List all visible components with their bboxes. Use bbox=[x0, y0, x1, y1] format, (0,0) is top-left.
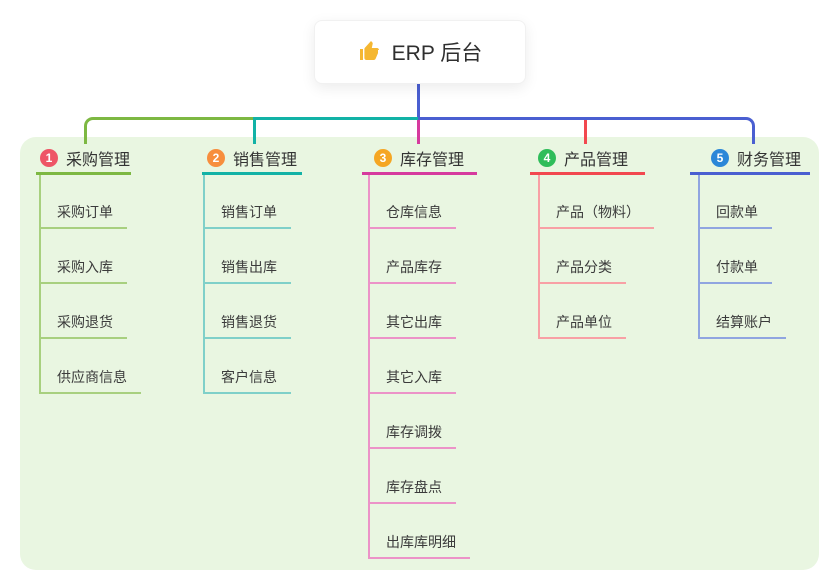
node-sales-return[interactable]: 销售退货 bbox=[203, 312, 291, 339]
branch-2-label: 销售管理 bbox=[233, 152, 298, 169]
branch-4-number-badge: 4 bbox=[538, 149, 556, 167]
branch-3-label: 库存管理 bbox=[400, 152, 465, 169]
branch-5-title[interactable]: 5 财务管理 bbox=[711, 147, 801, 169]
node-supplier-info[interactable]: 供应商信息 bbox=[39, 367, 141, 394]
node-purchase-inbound[interactable]: 采购入库 bbox=[39, 257, 127, 284]
node-product-unit[interactable]: 产品单位 bbox=[538, 312, 626, 339]
node-stock-transfer[interactable]: 库存调拨 bbox=[368, 422, 456, 449]
node-settlement-account[interactable]: 结算账户 bbox=[698, 312, 786, 339]
branch-1-elbow-line bbox=[84, 117, 98, 144]
branch-2-title[interactable]: 2 销售管理 bbox=[207, 147, 297, 169]
branch-1-label: 采购管理 bbox=[66, 152, 131, 169]
branch-1-underline bbox=[36, 172, 131, 175]
node-payment-slip[interactable]: 付款单 bbox=[698, 257, 772, 284]
branch-5-underline bbox=[690, 172, 810, 175]
node-other-outbound[interactable]: 其它出库 bbox=[368, 312, 456, 339]
branch-1-trunk-line bbox=[39, 175, 41, 393]
bus-segment-green bbox=[95, 117, 253, 120]
branch-3-underline bbox=[362, 172, 477, 175]
bus-segment-teal bbox=[253, 117, 418, 120]
branch-5-number-badge: 5 bbox=[711, 149, 729, 167]
branch-3-number-badge: 3 bbox=[374, 149, 392, 167]
thumbs-up-icon bbox=[358, 40, 382, 64]
node-receipt-slip[interactable]: 回款单 bbox=[698, 202, 772, 229]
root-node-label: ERP 后台 bbox=[391, 42, 483, 65]
branch-5-trunk-line bbox=[698, 175, 700, 338]
node-customer-info[interactable]: 客户信息 bbox=[203, 367, 291, 394]
branch-4-label: 产品管理 bbox=[564, 152, 629, 169]
node-other-inbound[interactable]: 其它入库 bbox=[368, 367, 456, 394]
branch-3-drop-line bbox=[417, 120, 420, 144]
branch-4-underline bbox=[530, 172, 645, 175]
branch-3-trunk-line bbox=[368, 175, 370, 558]
node-sales-outbound[interactable]: 销售出库 bbox=[203, 257, 291, 284]
branch-3-title[interactable]: 3 库存管理 bbox=[374, 147, 464, 169]
root-stem-line bbox=[417, 84, 420, 118]
branch-2-trunk-line bbox=[203, 175, 205, 393]
branch-5-label: 财务管理 bbox=[737, 152, 802, 169]
branch-4-drop-line bbox=[584, 120, 587, 144]
branch-2-drop-line bbox=[253, 117, 256, 144]
branches-panel bbox=[20, 137, 819, 570]
bus-segment-blue bbox=[418, 117, 741, 120]
node-purchase-return[interactable]: 采购退货 bbox=[39, 312, 127, 339]
branch-2-number-badge: 2 bbox=[207, 149, 225, 167]
branch-1-title[interactable]: 1 采购管理 bbox=[40, 147, 130, 169]
branch-4-title[interactable]: 4 产品管理 bbox=[538, 147, 628, 169]
node-product-material[interactable]: 产品（物料） bbox=[538, 202, 654, 229]
node-stock-count[interactable]: 库存盘点 bbox=[368, 477, 456, 504]
node-warehouse-info[interactable]: 仓库信息 bbox=[368, 202, 456, 229]
branch-1-number-badge: 1 bbox=[40, 149, 58, 167]
node-product-stock[interactable]: 产品库存 bbox=[368, 257, 456, 284]
branch-2-underline bbox=[202, 172, 302, 175]
branch-5-elbow-line bbox=[741, 117, 755, 144]
node-sales-order[interactable]: 销售订单 bbox=[203, 202, 291, 229]
node-product-category[interactable]: 产品分类 bbox=[538, 257, 626, 284]
node-outbound-detail[interactable]: 出库库明细 bbox=[368, 532, 470, 559]
node-purchase-order[interactable]: 采购订单 bbox=[39, 202, 127, 229]
root-node[interactable]: ERP 后台 bbox=[314, 20, 526, 84]
branch-4-trunk-line bbox=[538, 175, 540, 338]
